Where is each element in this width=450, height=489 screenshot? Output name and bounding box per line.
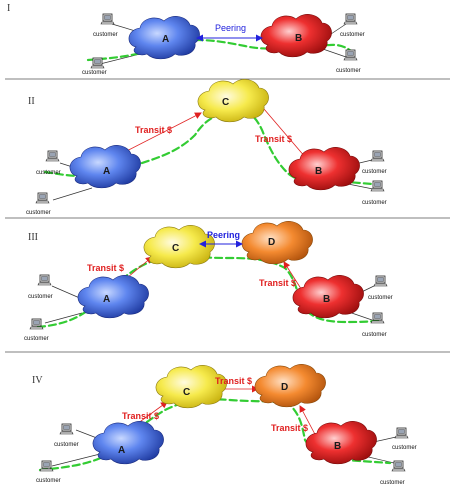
- link-label: Transit $: [87, 263, 124, 273]
- panel-2: II C A B Transit $ Transit $ customer: [26, 79, 387, 216]
- cloud-label: D: [268, 237, 275, 248]
- transit-link: [114, 112, 202, 158]
- customer-label: customer: [24, 336, 49, 342]
- cloud-C: C: [197, 79, 269, 123]
- customer-label: customer: [54, 442, 79, 448]
- computer-icon: [370, 150, 385, 162]
- customer-label: customer: [336, 68, 361, 74]
- cloud-A: A: [92, 421, 164, 465]
- panel-4: IV C D A B Transit $ Transit $ Tr: [32, 364, 417, 486]
- cloud-A: A: [77, 275, 149, 319]
- panel-1: I A B Peering customer customer c: [7, 3, 365, 76]
- cloud-label: C: [222, 97, 229, 108]
- cloud-label: A: [162, 34, 169, 45]
- cloud-label: A: [118, 445, 125, 456]
- computer-icon: [37, 274, 52, 286]
- customer-label: customer: [28, 294, 53, 300]
- panel-numeral: IV: [32, 375, 43, 386]
- computer-icon: [29, 318, 44, 330]
- cloud-A: A: [128, 16, 200, 60]
- link-label: Peering: [207, 230, 240, 240]
- cloud-label: D: [281, 382, 288, 393]
- customer-label: customer: [362, 332, 387, 338]
- customer: customer: [54, 423, 79, 448]
- computer-icon: [45, 150, 60, 162]
- customer: customer: [26, 192, 51, 216]
- computer-icon: [343, 13, 358, 25]
- panel-numeral: III: [28, 232, 38, 243]
- computer-icon: [59, 423, 74, 435]
- computer-icon: [90, 57, 105, 69]
- link-label: Transit $: [271, 423, 308, 433]
- cloud-label: C: [183, 387, 190, 398]
- cloud-B: B: [288, 147, 360, 191]
- cloud-label: B: [315, 166, 322, 177]
- cloud-A: A: [69, 145, 141, 189]
- link-label: Transit $: [259, 278, 296, 288]
- customer: customer: [93, 13, 118, 38]
- customer-label: customer: [26, 210, 51, 216]
- customer: customer: [380, 460, 406, 486]
- customer-label: customer: [362, 169, 387, 175]
- panel-numeral: I: [7, 3, 10, 14]
- customer-label: customer: [380, 480, 405, 486]
- link-label: Transit $: [122, 411, 159, 421]
- cloud-label: B: [295, 33, 302, 44]
- transit-link: [257, 101, 307, 159]
- panel-3: III C D A B Peering Transit $ Tra: [24, 221, 393, 342]
- cloud-D: D: [254, 364, 326, 408]
- customer-label: customer: [368, 295, 393, 301]
- cloud-label: B: [323, 294, 330, 305]
- cloud-D: D: [241, 221, 313, 265]
- computer-icon: [373, 275, 388, 287]
- customer: customer: [36, 460, 61, 484]
- customer: customer: [362, 312, 387, 338]
- cloud-B: B: [260, 14, 332, 58]
- customer: customer: [392, 427, 417, 451]
- computer-icon: [35, 192, 50, 204]
- computer-icon: [394, 427, 409, 439]
- cloud-label: A: [103, 294, 110, 305]
- customer: customer: [36, 150, 61, 176]
- cloud-C: C: [143, 225, 215, 269]
- computer-icon: [370, 312, 385, 324]
- customer-label: customer: [362, 200, 387, 206]
- panel-numeral: II: [28, 96, 35, 107]
- cloud-B: B: [305, 421, 377, 465]
- cloud-C: C: [155, 365, 227, 409]
- computer-icon: [391, 460, 406, 472]
- link-label: Peering: [215, 23, 246, 33]
- computer-icon: [343, 49, 358, 61]
- customer: customer: [82, 57, 107, 76]
- customer-label: customer: [392, 445, 417, 451]
- computer-icon: [39, 460, 54, 472]
- customer: customer: [24, 318, 49, 342]
- link-label: Transit $: [215, 376, 252, 386]
- link-label: Transit $: [135, 125, 172, 135]
- customer-label: customer: [36, 170, 61, 176]
- customer: customer: [368, 275, 393, 301]
- customer: customer: [336, 49, 361, 74]
- customer-label: customer: [340, 32, 365, 38]
- cloud-label: A: [103, 166, 110, 177]
- customer-label: customer: [36, 478, 61, 484]
- customer: customer: [362, 180, 387, 206]
- customer: customer: [28, 274, 53, 300]
- computer-icon: [370, 180, 385, 192]
- customer: customer: [340, 13, 365, 38]
- cloud-label: B: [334, 441, 341, 452]
- cloud-label: C: [172, 243, 179, 254]
- customer-label: customer: [82, 70, 107, 76]
- computer-icon: [100, 13, 115, 25]
- customer-label: customer: [93, 32, 118, 38]
- customer: customer: [362, 150, 387, 175]
- link-label: Transit $: [255, 134, 292, 144]
- traffic-path: [86, 39, 354, 62]
- cloud-B: B: [292, 275, 364, 319]
